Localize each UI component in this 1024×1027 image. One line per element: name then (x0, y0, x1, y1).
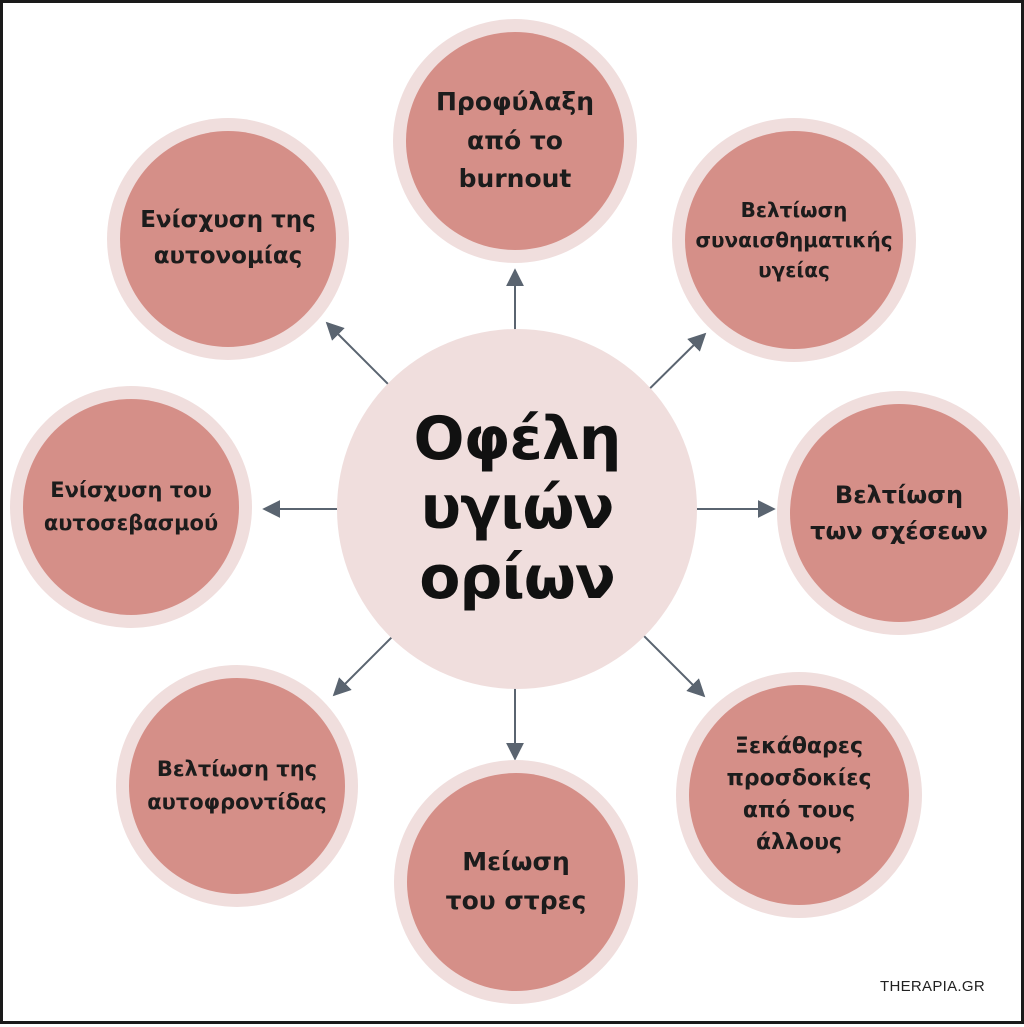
node-emotional-health: Βελτίωση συναισθηματικής υγείας (685, 131, 903, 349)
node-clear-expectations: Ξεκάθαρες προσδοκίες από τους άλλους (689, 685, 909, 905)
node-autonomy: Ενίσχυση της αυτονομίας (120, 131, 336, 347)
node-stress: Μείωση του στρες (407, 773, 625, 991)
node-clear-expectations-label: Ξεκάθαρες προσδοκίες από τους άλλους (726, 734, 872, 855)
node-self-respect-label: Ενίσχυση του αυτοσεβασμού (43, 478, 219, 535)
node-stress-label: Μείωση του στρες (445, 847, 587, 915)
central-topic-label: Οφέλη υγιών ορίων (413, 403, 621, 613)
node-burnout: Προφύλαξη από το burnout (406, 32, 624, 250)
node-autonomy-label: Ενίσχυση της αυτονομίας (140, 207, 316, 269)
node-self-respect: Ενίσχυση του αυτοσεβασμού (23, 399, 239, 615)
watermark: THERAPIA.GR (880, 978, 985, 995)
node-relationships-label: Βελτίωση των σχέσεων (810, 481, 988, 545)
node-burnout-label: Προφύλαξη από το burnout (436, 86, 594, 194)
node-relationships: Βελτίωση των σχέσεων (790, 404, 1008, 622)
central-topic: Οφέλη υγιών ορίων (337, 329, 697, 689)
node-self-care-label: Βελτίωση της αυτοφροντίδας (147, 757, 327, 814)
node-self-care: Βελτίωση της αυτοφροντίδας (129, 678, 345, 894)
node-emotional-health-label: Βελτίωση συναισθηματικής υγείας (695, 198, 893, 282)
